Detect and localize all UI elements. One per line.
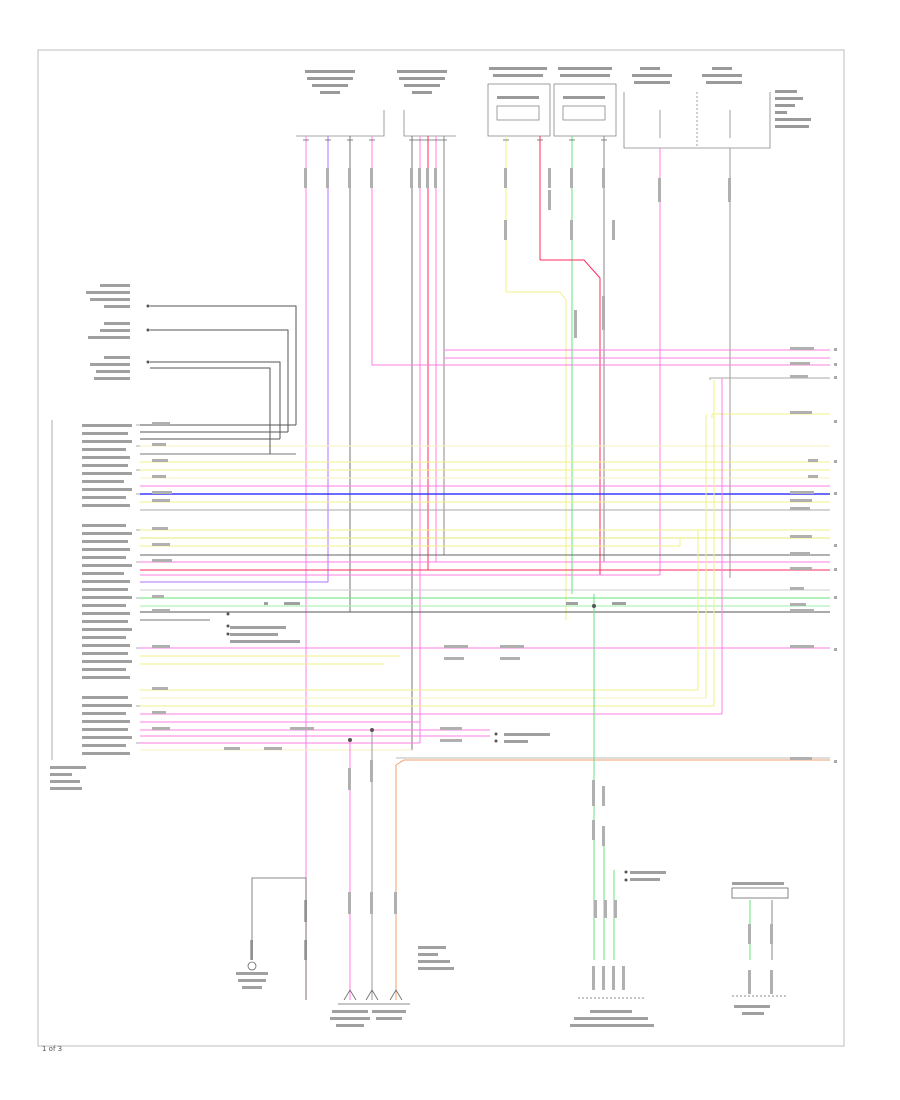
- diagram-frame: [37, 49, 845, 1047]
- top-components: [296, 83, 771, 149]
- ground-point: [247, 961, 257, 971]
- left-connector-labels: [50, 284, 132, 790]
- brake-switch-3: [389, 989, 403, 1001]
- wire-code-labels: [152, 347, 818, 760]
- left-switch-1: [296, 110, 385, 137]
- top-vertical-wires: [305, 136, 731, 1000]
- component-labels: [305, 67, 811, 128]
- bottom-green-wires: [349, 594, 773, 1000]
- brake-switch-1: [343, 989, 357, 1001]
- relay-2: [553, 83, 617, 137]
- relay-2-coil: [562, 105, 606, 121]
- left-loop-4: [150, 367, 271, 454]
- wire-jog-yellow: [506, 291, 567, 620]
- bottom-labels: [230, 602, 784, 1027]
- fuse-block: [623, 92, 771, 149]
- page-footer-code: 1 of 3: [42, 1045, 63, 1053]
- horizontal-bus-wires: [140, 349, 830, 1000]
- wire-h-gray-top: [709, 377, 830, 380]
- wire-jog-red: [540, 259, 601, 575]
- wire-h-pink-top-1: [371, 356, 830, 366]
- left-loop-3: [150, 361, 281, 439]
- vertical-wire-labels: [250, 168, 773, 994]
- wire-h-bottom-orange: [395, 759, 830, 1000]
- right-connector-box: [731, 887, 789, 899]
- ground-wire: [251, 877, 307, 1000]
- relay-1: [487, 83, 551, 137]
- left-switch-2: [403, 110, 456, 137]
- left-connector-pins: [51, 420, 140, 760]
- left-loop-2: [150, 329, 289, 432]
- left-loop-1: [150, 305, 297, 425]
- bottom-components: [247, 877, 789, 1005]
- right-pin-ticks: [834, 348, 837, 763]
- splice-points: [146, 304, 628, 882]
- brake-switch-2: [365, 989, 379, 1001]
- left-component-wires: [150, 305, 297, 454]
- relay-1-coil: [496, 105, 540, 121]
